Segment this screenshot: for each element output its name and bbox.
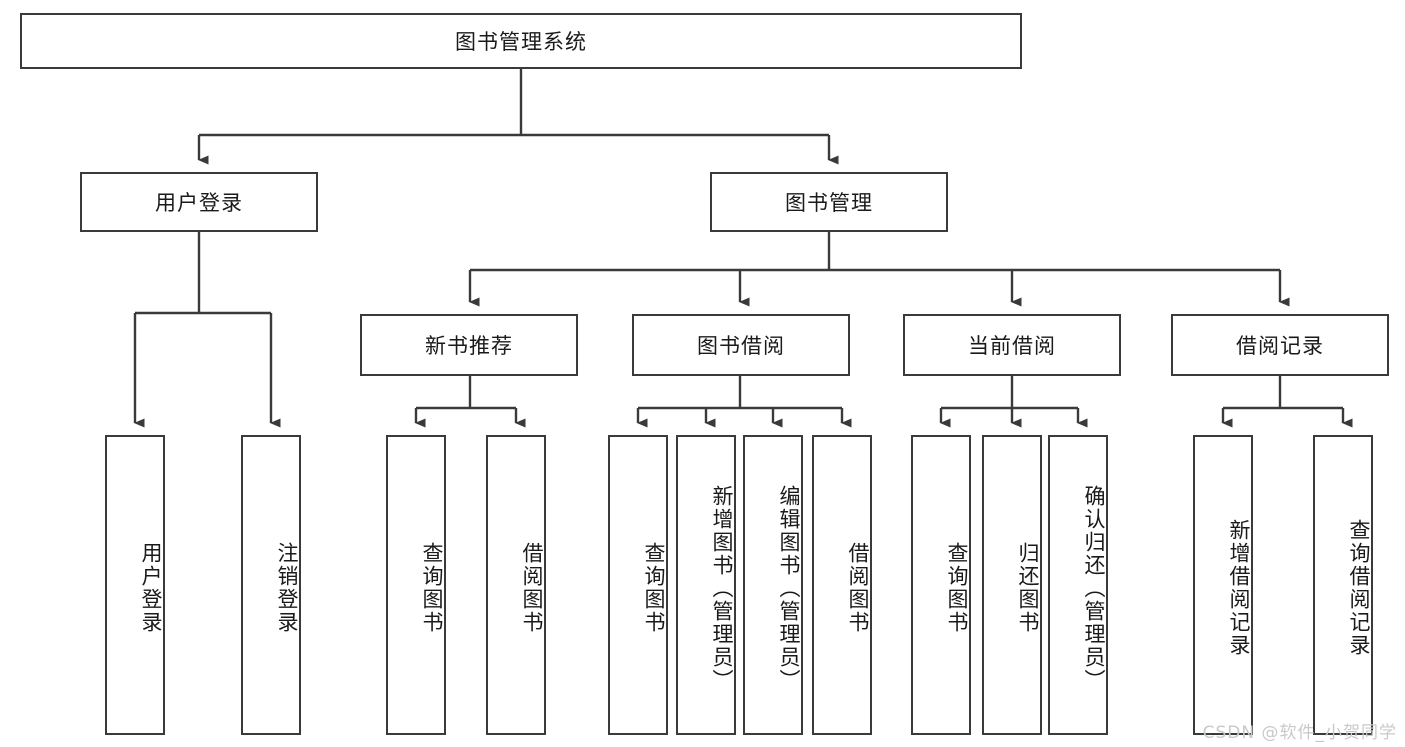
leaf-query-book-new[interactable]: 查询图书	[386, 435, 446, 735]
node-label: 编辑图书（管理员）	[777, 484, 801, 692]
node-label: 新增图书（管理员）	[710, 484, 734, 692]
node-label: 查询借阅记录	[1347, 519, 1371, 657]
node-book-borrow[interactable]: 图书借阅	[632, 314, 850, 376]
node-label: 确认归还（管理员）	[1082, 484, 1106, 692]
node-borrow-record[interactable]: 借阅记录	[1171, 314, 1389, 376]
node-book-management[interactable]: 图书管理	[710, 172, 948, 232]
node-label: 归还图书	[1016, 542, 1040, 634]
leaf-confirm-return-admin[interactable]: 确认归还（管理员）	[1048, 435, 1108, 735]
leaf-query-book-borrow[interactable]: 查询图书	[608, 435, 668, 735]
node-label: 当前借阅	[968, 334, 1056, 358]
leaf-borrow-book[interactable]: 借阅图书	[812, 435, 872, 735]
node-label: 查询图书	[945, 542, 969, 634]
node-user-login[interactable]: 用户登录	[80, 172, 318, 232]
node-label: 图书借阅	[697, 334, 785, 358]
node-label: 查询图书	[642, 542, 666, 634]
node-new-book-recommend[interactable]: 新书推荐	[360, 314, 578, 376]
node-label: 用户登录	[139, 542, 163, 634]
node-current-borrow[interactable]: 当前借阅	[903, 314, 1121, 376]
node-label: 借阅记录	[1236, 334, 1324, 358]
node-label: 新书推荐	[425, 334, 513, 358]
leaf-user-login[interactable]: 用户登录	[105, 435, 165, 735]
leaf-borrow-book-new[interactable]: 借阅图书	[486, 435, 546, 735]
node-root-system[interactable]: 图书管理系统	[20, 13, 1022, 69]
node-label: 查询图书	[420, 542, 444, 634]
leaf-add-borrow-record[interactable]: 新增借阅记录	[1193, 435, 1253, 735]
leaf-query-borrow-record[interactable]: 查询借阅记录	[1313, 435, 1373, 735]
node-label: 图书管理	[785, 191, 873, 215]
leaf-edit-book-admin[interactable]: 编辑图书（管理员）	[743, 435, 803, 735]
leaf-add-book-admin[interactable]: 新增图书（管理员）	[676, 435, 736, 735]
node-label: 借阅图书	[846, 542, 870, 634]
leaf-return-book[interactable]: 归还图书	[982, 435, 1042, 735]
leaf-logout[interactable]: 注销登录	[241, 435, 301, 735]
node-label: 借阅图书	[520, 542, 544, 634]
node-label: 新增借阅记录	[1227, 519, 1251, 657]
node-label: 注销登录	[275, 542, 299, 634]
watermark: CSDN @软件_小贺同学	[1202, 723, 1397, 743]
node-label: 用户登录	[155, 191, 243, 215]
node-label: 图书管理系统	[455, 30, 587, 54]
leaf-query-book-current[interactable]: 查询图书	[911, 435, 971, 735]
